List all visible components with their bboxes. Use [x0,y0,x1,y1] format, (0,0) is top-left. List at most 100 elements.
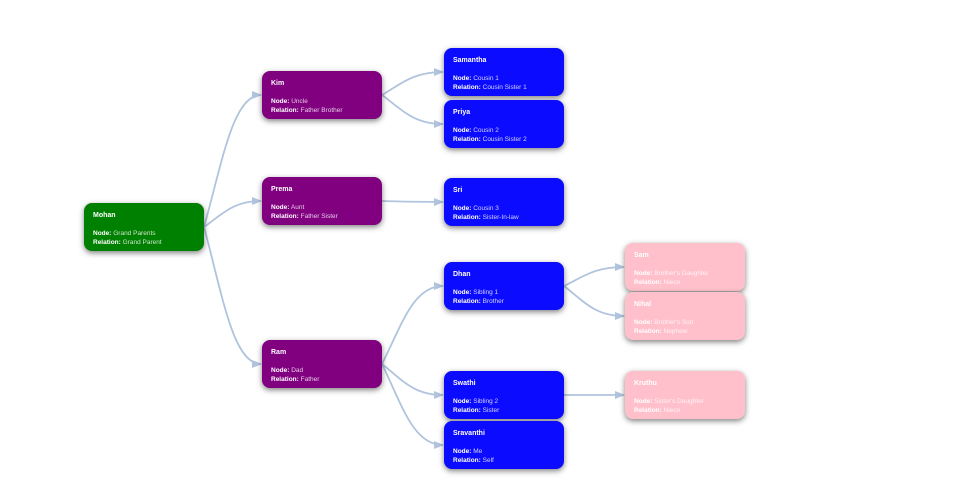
relation-field-value: Brother [482,298,504,305]
node-title: Samantha [453,57,487,64]
node-title: Sam [634,252,649,259]
relation-field: Relation: Brother [453,297,555,306]
relation-field: Relation: Nephew [634,327,736,336]
relation-field-value: Sister-In-law [482,214,519,221]
relation-field-value: Nephew [663,328,688,335]
node-field-label: Node: [453,205,472,212]
relation-field-label: Relation: [271,213,299,220]
relation-field: Relation: Self [453,456,555,465]
node-title: Swathi [453,380,476,387]
relation-field-value: Cousin Sister 1 [482,84,527,91]
relation-field-label: Relation: [453,298,481,305]
node-title: Dhan [453,271,471,278]
relation-field-value: Grand Parent [122,239,162,246]
node-field-value: Sister's Daughter [654,398,704,405]
node-field-value: Cousin 1 [473,75,499,82]
node-field: Node: Aunt [271,203,373,212]
node-field-label: Node: [453,448,472,455]
node-field: Node: Brother's Daughter [634,269,736,278]
relation-field-label: Relation: [271,376,299,383]
node-field: Node: Cousin 1 [453,74,555,83]
node-field: Node: Grand Parents [93,229,195,238]
relation-field-value: Sister [482,407,500,414]
node-field-value: Cousin 3 [473,205,499,212]
relation-field-label: Relation: [634,279,662,286]
node-field-value: Sibling 2 [473,398,499,405]
edge-ram-dhan [381,282,444,365]
node-field: Node: Uncle [271,97,373,106]
node-title: Priya [453,109,471,116]
relation-field-value: Niece [663,279,681,286]
relation-field-label: Relation: [271,107,299,114]
edge-mohan-ram [203,226,262,368]
relation-field-value: Father Brother [300,107,343,114]
relation-field: Relation: Grand Parent [93,238,195,247]
relation-field-value: Father Sister [300,213,338,220]
node-field-label: Node: [271,98,290,105]
relation-field: Relation: Niece [634,278,736,287]
node-title: Nihal [634,301,652,308]
relation-field-label: Relation: [453,214,481,221]
node-field: Node: Dad [271,366,373,375]
edge-ram-sravanthi [381,363,444,449]
relation-field: Relation: Cousin Sister 2 [453,135,555,144]
node-title: Sravanthi [453,430,485,437]
node-field: Node: Sibling 2 [453,397,555,406]
node-field: Node: Brother's Son [634,318,736,327]
node-field-label: Node: [634,270,653,277]
relation-field-label: Relation: [634,407,662,414]
relation-field-label: Relation: [453,407,481,414]
edge-dhan-nihal [563,285,625,320]
node-field-label: Node: [93,230,112,237]
node-title: Prema [271,186,293,193]
node-title: Sri [453,187,463,194]
node-field-value: Aunt [290,204,305,211]
node-title: Kim [271,80,285,87]
relation-field: Relation: Niece [634,406,736,415]
node-field-label: Node: [453,398,472,405]
edge-kim-priya [381,94,444,128]
edge-mohan-kim [203,91,262,228]
relation-field-value: Father [300,376,320,383]
relation-field-label: Relation: [634,328,662,335]
node-field-value: Brother's Daughter [654,270,709,277]
relation-field-value: Niece [663,407,681,414]
relation-field: Relation: Sister [453,406,555,415]
node-field: Node: Sister's Daughter [634,397,736,406]
relation-field-label: Relation: [453,84,481,91]
relation-field: Relation: Father Brother [271,106,373,115]
edge-prema-sri [381,197,444,206]
relation-field: Relation: Father [271,375,373,384]
node-field: Node: Cousin 3 [453,204,555,213]
relation-field: Relation: Cousin Sister 1 [453,83,555,92]
node-field-label: Node: [271,367,290,374]
node-field-value: Me [473,448,483,455]
relation-field-value: Cousin Sister 2 [482,136,527,143]
node-field-value: Dad [291,367,304,374]
